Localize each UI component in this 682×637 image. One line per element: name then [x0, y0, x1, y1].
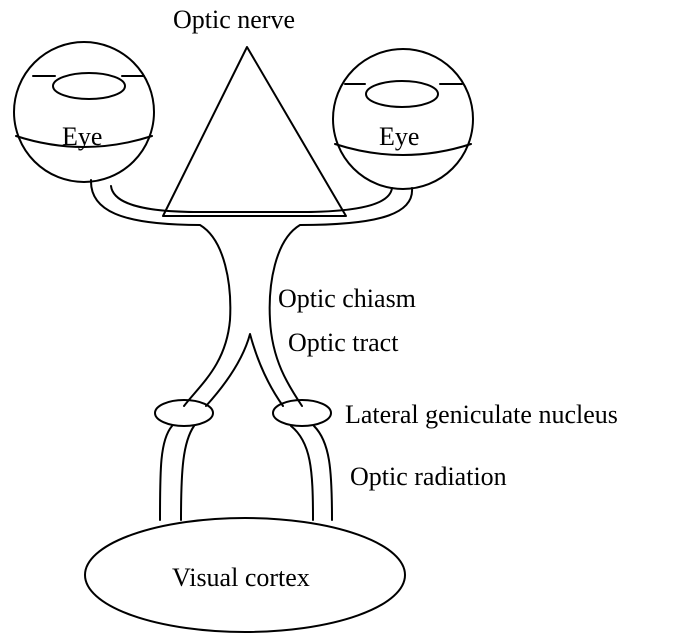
label-eye-left: Eye — [62, 124, 102, 150]
right-eye-globe — [333, 49, 473, 189]
right-eye-lens — [366, 81, 438, 107]
label-optic-radiation: Optic radiation — [350, 464, 507, 490]
label-lateral-geniculate-nucleus: Lateral geniculate nucleus — [345, 402, 618, 428]
optic-nerve-triangle — [163, 47, 346, 216]
label-eye-right: Eye — [379, 124, 419, 150]
left-eye — [14, 42, 154, 182]
optic-tract-inner — [206, 334, 283, 406]
label-optic-tract: Optic tract — [288, 330, 398, 356]
optic-pathway-inner — [111, 186, 392, 212]
optic-radiation-left-outer — [160, 426, 172, 520]
label-optic-chiasm: Optic chiasm — [278, 286, 416, 312]
label-optic-nerve: Optic nerve — [173, 7, 295, 33]
optic-radiation-left-inner — [181, 426, 194, 520]
label-visual-cortex: Visual cortex — [172, 565, 310, 591]
optic-pathway-outline — [91, 180, 230, 406]
right-eye — [333, 49, 473, 189]
lgn-right — [273, 400, 331, 426]
left-eye-globe — [14, 42, 154, 182]
left-eye-lens — [53, 73, 125, 99]
optic-radiation-right-inner — [291, 426, 313, 520]
lgn-left — [155, 400, 213, 426]
optic-radiation-right-outer — [314, 426, 332, 520]
